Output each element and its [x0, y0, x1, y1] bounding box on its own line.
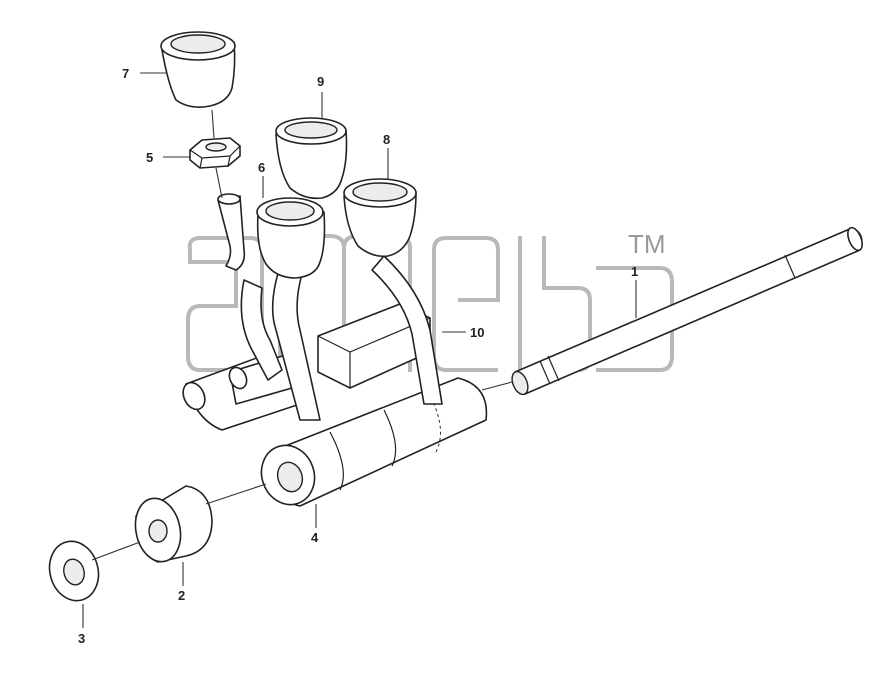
callout-labels: 7 5 9 8 6 1 10 4 2 3 — [78, 66, 638, 646]
watermark-tm: TM — [628, 229, 666, 259]
callout-leaders — [82, 72, 637, 628]
callout-1: 1 — [631, 264, 638, 279]
callout-4: 4 — [311, 530, 319, 545]
callout-6: 6 — [258, 160, 265, 175]
callout-5: 5 — [146, 150, 153, 165]
part-1-shaft — [511, 226, 863, 396]
part-7-knob — [160, 31, 236, 108]
callout-8: 8 — [383, 132, 390, 147]
callout-3: 3 — [78, 631, 85, 646]
part-10-shift-rods — [240, 249, 443, 421]
assembly-lines — [91, 109, 513, 561]
part-4-housing — [182, 303, 488, 507]
part-3-washer — [48, 540, 100, 602]
callout-7: 7 — [122, 66, 129, 81]
part-6-knob — [217, 193, 326, 279]
callout-9: 9 — [317, 74, 324, 89]
callout-2: 2 — [178, 588, 185, 603]
part-2-bushing — [134, 485, 213, 563]
callout-10: 10 — [470, 325, 484, 340]
part-5-nut — [189, 137, 241, 169]
part-9-knob — [275, 117, 348, 200]
part-8-knob — [343, 178, 417, 258]
